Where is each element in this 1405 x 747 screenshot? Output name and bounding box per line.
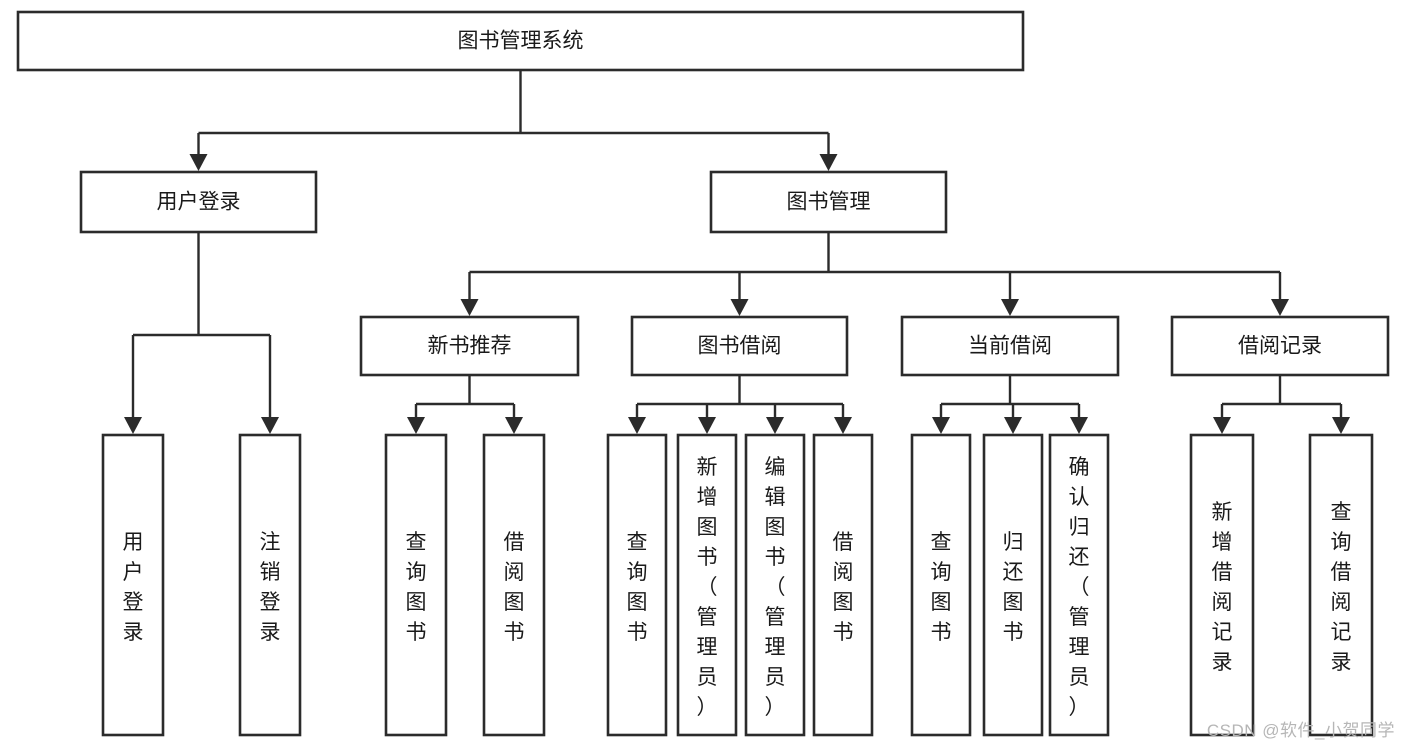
node-label-leaf-return-book: 归还图书 bbox=[1003, 531, 1024, 644]
node-leaf-query-book-3[interactable]: 查询图书 bbox=[910, 433, 972, 737]
node-box-leaf-logout-login bbox=[238, 433, 302, 737]
arrow-head bbox=[1004, 417, 1022, 434]
node-leaf-query-borrow-record[interactable]: 查询借阅记录 bbox=[1308, 433, 1374, 737]
node-label-leaf-borrow-book-2: 借阅图书 bbox=[833, 531, 854, 644]
node-leaf-add-borrow-record[interactable]: 新增借阅记录 bbox=[1189, 433, 1255, 737]
node-box-leaf-query-book-3 bbox=[910, 433, 972, 737]
arrow-head bbox=[1332, 417, 1350, 434]
arrow-head bbox=[1271, 299, 1289, 316]
node-label-leaf-query-borrow-record: 查询借阅记录 bbox=[1331, 501, 1352, 674]
arrow-head bbox=[261, 417, 279, 434]
arrow-head bbox=[698, 417, 716, 434]
node-box-leaf-user-login bbox=[101, 433, 165, 737]
node-user-login[interactable]: 用户登录 bbox=[79, 170, 318, 234]
node-box-leaf-add-borrow-record bbox=[1189, 433, 1255, 737]
node-leaf-logout-login[interactable]: 注销登录 bbox=[238, 433, 302, 737]
node-box-leaf-add-book-admin bbox=[676, 433, 738, 737]
node-label-user-login: 用户登录 bbox=[157, 191, 241, 214]
arrow-head bbox=[1001, 299, 1019, 316]
node-box-leaf-edit-book-admin bbox=[744, 433, 806, 737]
node-borrow-record[interactable]: 借阅记录 bbox=[1170, 315, 1390, 377]
node-leaf-query-book-1[interactable]: 查询图书 bbox=[384, 433, 448, 737]
csdn-watermark: CSDN @软件_小贺同学 bbox=[1206, 721, 1395, 740]
node-leaf-user-login[interactable]: 用户登录 bbox=[101, 433, 165, 737]
node-leaf-borrow-book-1[interactable]: 借阅图书 bbox=[482, 433, 546, 737]
node-box-book-manage bbox=[709, 170, 948, 234]
node-label-leaf-logout-login: 注销登录 bbox=[260, 531, 281, 644]
node-label-borrow-record: 借阅记录 bbox=[1238, 335, 1322, 358]
node-box-leaf-query-book-2 bbox=[606, 433, 668, 737]
node-label-leaf-user-login: 用户登录 bbox=[123, 531, 144, 644]
connector-layer bbox=[124, 70, 1350, 434]
arrow-head bbox=[834, 417, 852, 434]
node-box-leaf-borrow-book-2 bbox=[812, 433, 874, 737]
node-label-book-manage: 图书管理 bbox=[787, 191, 871, 214]
node-label-leaf-edit-book-admin: 编辑图书（管理员） bbox=[765, 456, 786, 719]
node-label-leaf-add-book-admin: 新增图书（管理员） bbox=[697, 456, 718, 719]
arrow-head bbox=[1213, 417, 1231, 434]
node-box-borrow-record bbox=[1170, 315, 1390, 377]
arrow-head bbox=[407, 417, 425, 434]
node-box-new-book-recommend bbox=[359, 315, 580, 377]
arrow-head bbox=[189, 154, 208, 171]
arrow-head bbox=[124, 417, 142, 434]
node-box-leaf-query-borrow-record bbox=[1308, 433, 1374, 737]
arrow-head bbox=[505, 417, 523, 434]
node-box-leaf-return-book bbox=[982, 433, 1044, 737]
node-leaf-return-book[interactable]: 归还图书 bbox=[982, 433, 1044, 737]
node-box-leaf-query-book-1 bbox=[384, 433, 448, 737]
arrow-head bbox=[460, 299, 479, 316]
node-book-manage[interactable]: 图书管理 bbox=[709, 170, 948, 234]
arrow-head bbox=[1070, 417, 1088, 434]
node-label-leaf-query-book-1: 查询图书 bbox=[406, 531, 427, 644]
node-leaf-add-book-admin[interactable]: 新增图书（管理员） bbox=[676, 433, 738, 737]
node-leaf-edit-book-admin[interactable]: 编辑图书（管理员） bbox=[744, 433, 806, 737]
node-label-leaf-add-borrow-record: 新增借阅记录 bbox=[1212, 501, 1233, 674]
node-current-borrow[interactable]: 当前借阅 bbox=[900, 315, 1120, 377]
node-box-root bbox=[16, 10, 1025, 72]
node-leaf-confirm-return[interactable]: 确认归还（管理员） bbox=[1048, 433, 1110, 737]
node-leaf-borrow-book-2[interactable]: 借阅图书 bbox=[812, 433, 874, 737]
arrow-head bbox=[730, 299, 749, 316]
node-label-book-borrow: 图书借阅 bbox=[698, 335, 782, 358]
node-label-new-book-recommend: 新书推荐 bbox=[428, 335, 512, 358]
arrow-head bbox=[766, 417, 784, 434]
node-leaf-query-book-2[interactable]: 查询图书 bbox=[606, 433, 668, 737]
node-label-leaf-query-book-3: 查询图书 bbox=[931, 531, 952, 644]
node-box-leaf-borrow-book-1 bbox=[482, 433, 546, 737]
node-label-leaf-borrow-book-1: 借阅图书 bbox=[504, 531, 525, 644]
node-box-book-borrow bbox=[630, 315, 849, 377]
node-box-current-borrow bbox=[900, 315, 1120, 377]
node-book-borrow[interactable]: 图书借阅 bbox=[630, 315, 849, 377]
node-root[interactable]: 图书管理系统 bbox=[16, 10, 1025, 72]
node-layer: 图书管理系统用户登录图书管理新书推荐图书借阅当前借阅借阅记录用户登录注销登录查询… bbox=[16, 10, 1390, 737]
node-new-book-recommend[interactable]: 新书推荐 bbox=[359, 315, 580, 377]
node-box-user-login bbox=[79, 170, 318, 234]
node-label-root: 图书管理系统 bbox=[458, 30, 584, 53]
node-label-leaf-query-book-2: 查询图书 bbox=[627, 531, 648, 644]
node-label-current-borrow: 当前借阅 bbox=[968, 335, 1052, 358]
arrow-head bbox=[819, 154, 838, 171]
arrow-head bbox=[932, 417, 950, 434]
node-box-leaf-confirm-return bbox=[1048, 433, 1110, 737]
arrow-head bbox=[628, 417, 646, 434]
node-label-leaf-confirm-return: 确认归还（管理员） bbox=[1069, 456, 1090, 719]
